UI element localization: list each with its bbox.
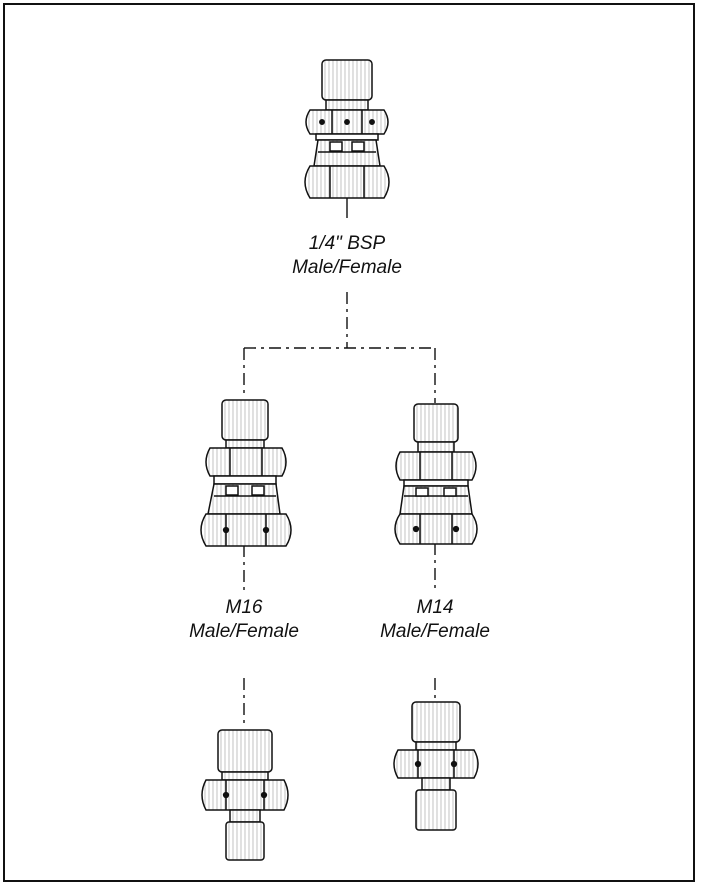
fitting-m16-bottom xyxy=(201,729,289,861)
fitting-m16-middle xyxy=(200,399,292,547)
diagram-frame xyxy=(3,3,695,882)
label-m14-type: Male/Female xyxy=(380,621,490,642)
connector-lines xyxy=(243,197,436,728)
fitting-m14-middle xyxy=(394,403,478,545)
fitting-m14-bottom xyxy=(393,701,479,831)
label-bsp: 1/4" BSP Male/Female xyxy=(292,232,402,280)
label-bsp-type: Male/Female xyxy=(292,257,402,278)
label-m14-size: M14 xyxy=(416,597,454,618)
label-m16-type: Male/Female xyxy=(189,621,299,642)
label-m16: M16 Male/Female xyxy=(189,596,299,644)
label-bsp-size: 1/4" BSP xyxy=(308,233,386,254)
label-m14: M14 Male/Female xyxy=(380,596,490,644)
label-m16-size: M16 xyxy=(225,597,263,618)
fitting-bsp-top xyxy=(304,59,390,199)
